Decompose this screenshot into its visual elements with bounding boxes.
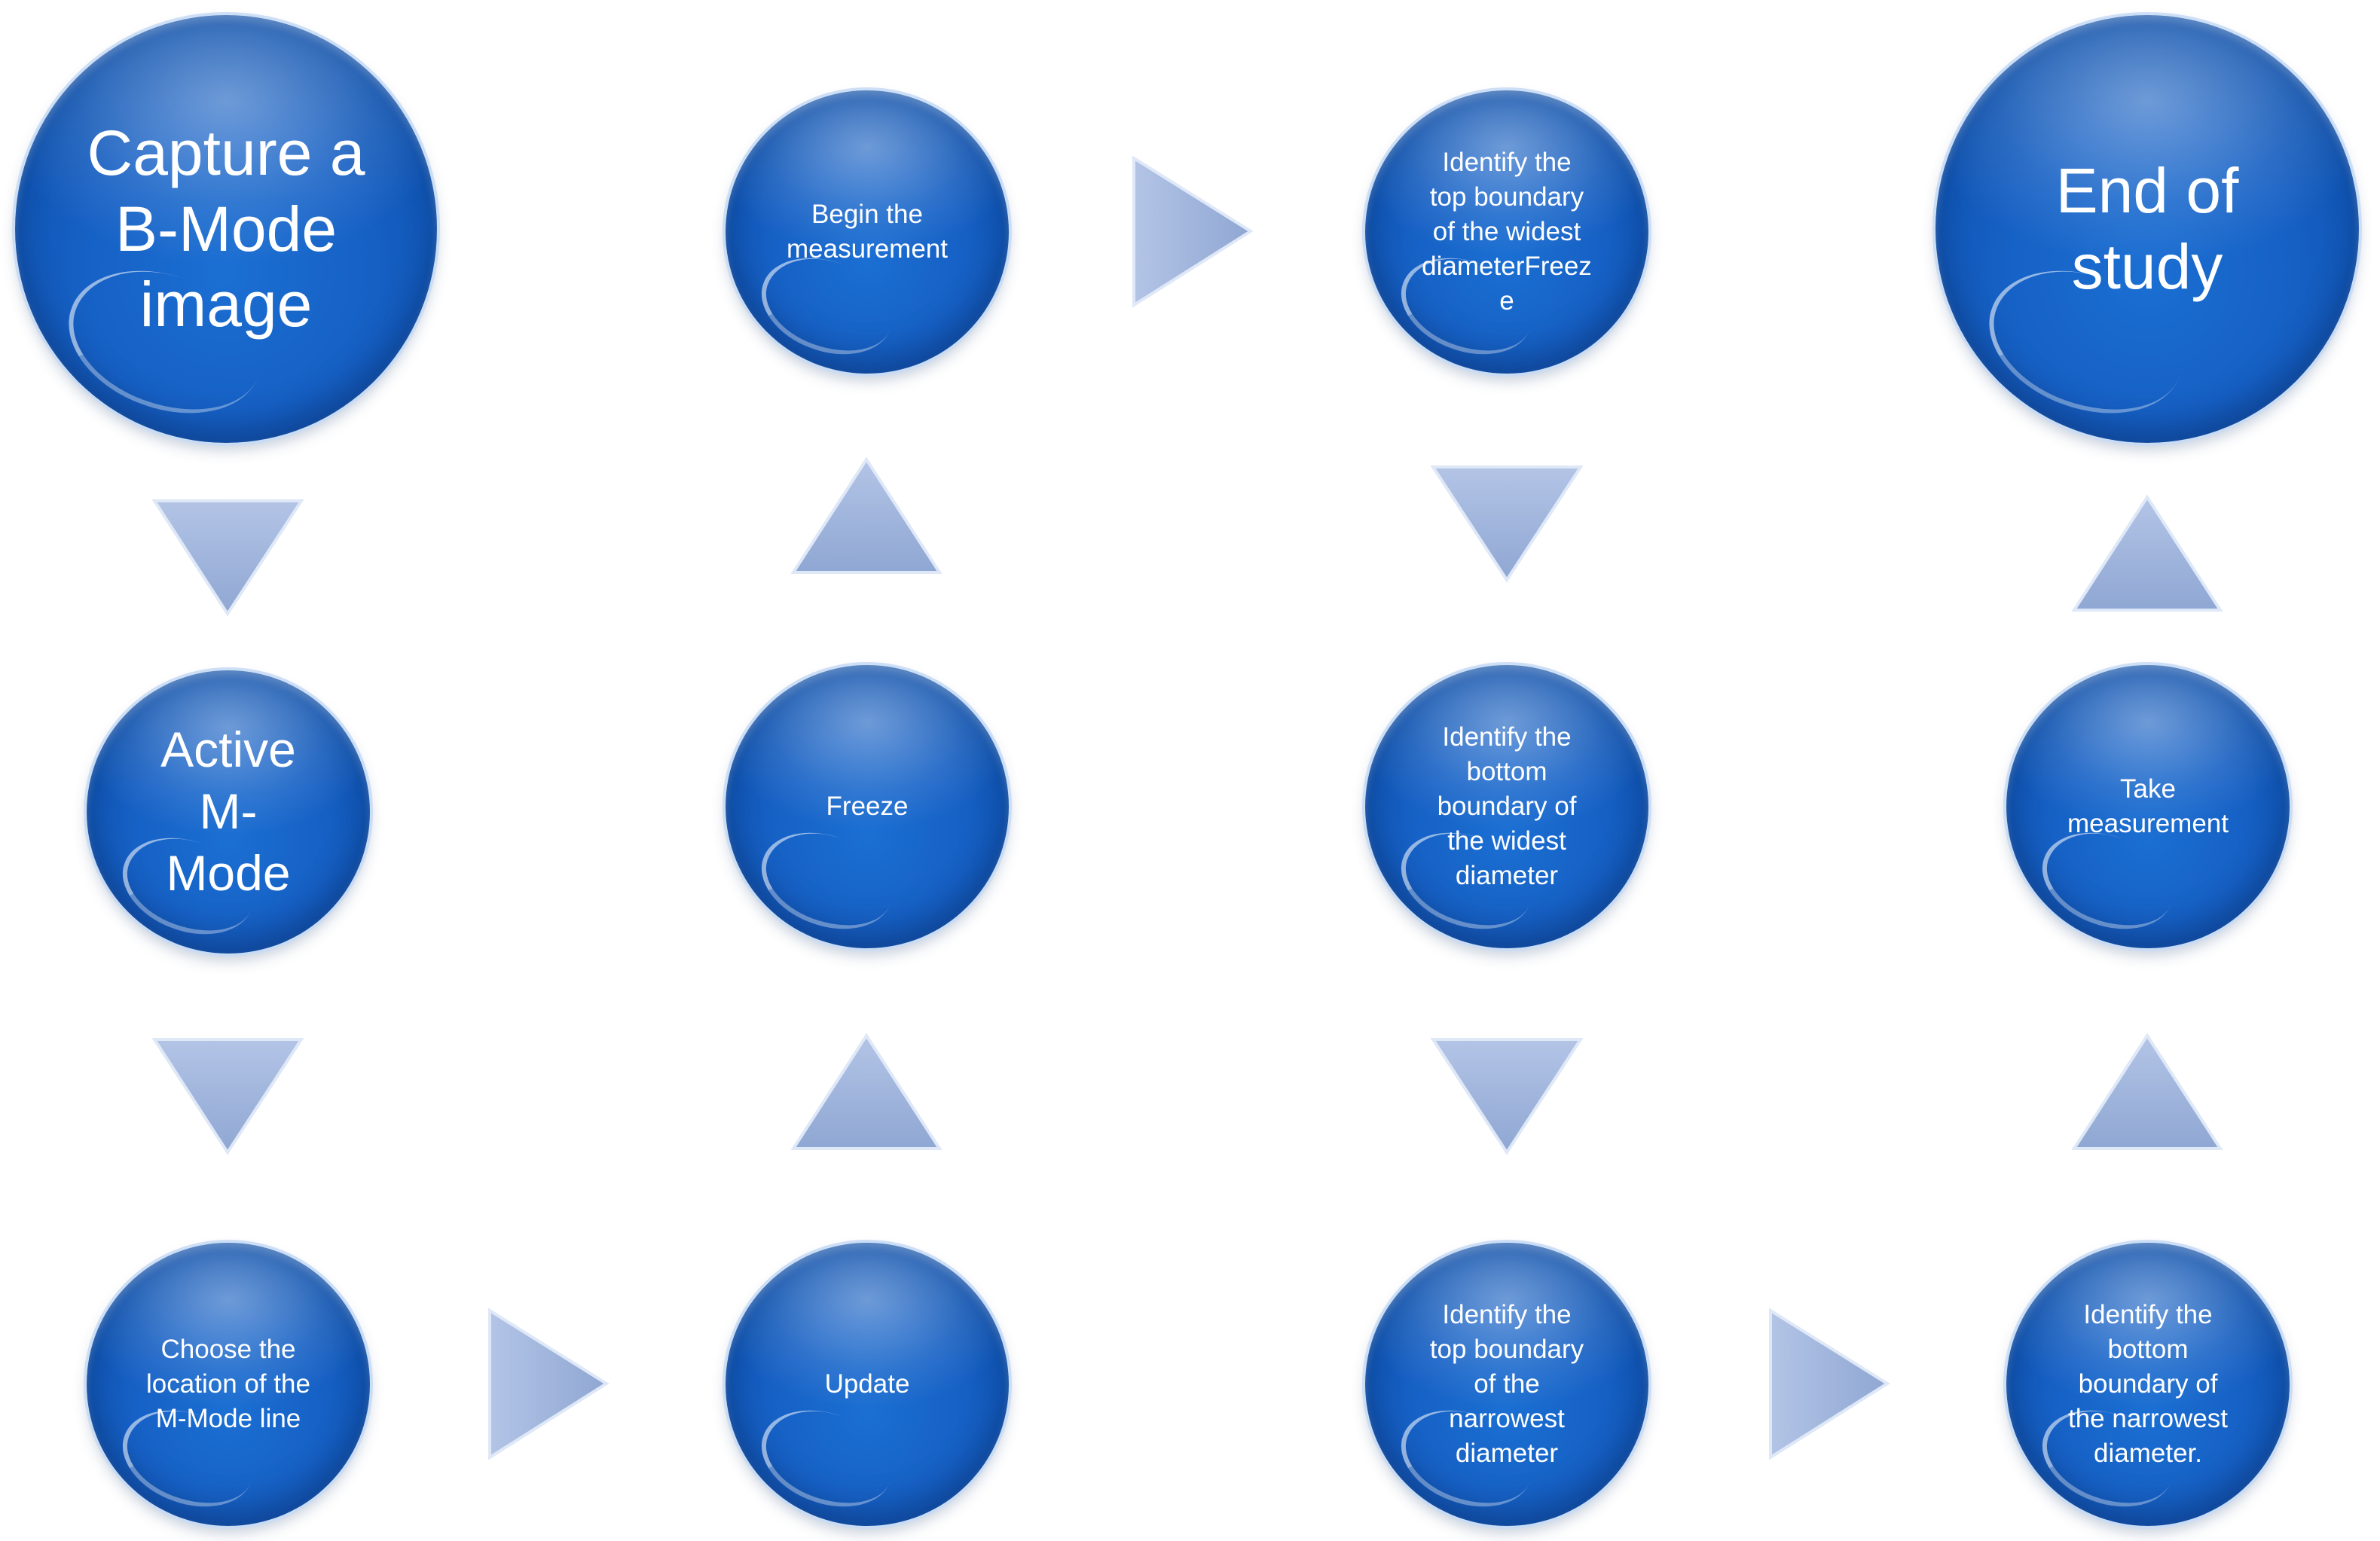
step-label: Take measurement [2067, 774, 2229, 838]
arrow-right-icon [1132, 155, 1254, 308]
step-label: Identify the bottom boundary of the wide… [1437, 722, 1577, 891]
arrow-down-icon [151, 1038, 304, 1155]
step-label: Identify the bottom boundary of the narr… [2067, 1299, 2229, 1469]
step-identify-top-boundary-narrowest: Identify the top boundary of the narrowe… [1365, 1243, 1648, 1526]
arrow-up-icon [790, 1033, 943, 1150]
step-active-m-mode: Active M- Mode [87, 670, 370, 954]
arrow-right-icon [488, 1308, 610, 1460]
arrow-right-icon [1769, 1308, 1890, 1460]
arrow-up-icon [2071, 1033, 2223, 1150]
step-identify-bottom-boundary-widest: Identify the bottom boundary of the wide… [1365, 665, 1648, 948]
step-capture-b-mode-image: Capture a B-Mode image [15, 15, 437, 443]
step-take-measurement: Take measurement [2006, 665, 2290, 948]
step-label: Begin the measurement [787, 199, 948, 264]
step-end-of-study: End of study [1935, 15, 2359, 443]
step-identify-bottom-boundary-narrowest: Identify the bottom boundary of the narr… [2006, 1243, 2290, 1526]
step-label: Choose the location of the M-Mode line [146, 1334, 310, 1434]
step-label: Identify the top boundary of the narrowe… [1429, 1299, 1584, 1469]
step-label: Capture a B-Mode image [87, 117, 365, 340]
step-update: Update [726, 1243, 1009, 1526]
step-freeze: Freeze [726, 665, 1009, 948]
step-label: Active M- Mode [160, 722, 296, 901]
step-label: Freeze [826, 791, 909, 821]
step-label: Update [824, 1369, 910, 1399]
arrow-down-icon [1430, 465, 1584, 583]
arrow-down-icon [151, 499, 304, 617]
step-choose-m-mode-line-location: Choose the location of the M-Mode line [87, 1243, 370, 1526]
arrow-down-icon [1430, 1038, 1584, 1155]
step-identify-top-boundary-widest: Identify the top boundary of the widest … [1365, 90, 1648, 374]
step-label: Identify the top boundary of the widest … [1422, 147, 1592, 316]
step-label: End of study [2055, 155, 2239, 302]
step-begin-measurement: Begin the measurement [726, 90, 1009, 374]
arrow-up-icon [790, 456, 943, 574]
arrow-up-icon [2071, 494, 2223, 612]
